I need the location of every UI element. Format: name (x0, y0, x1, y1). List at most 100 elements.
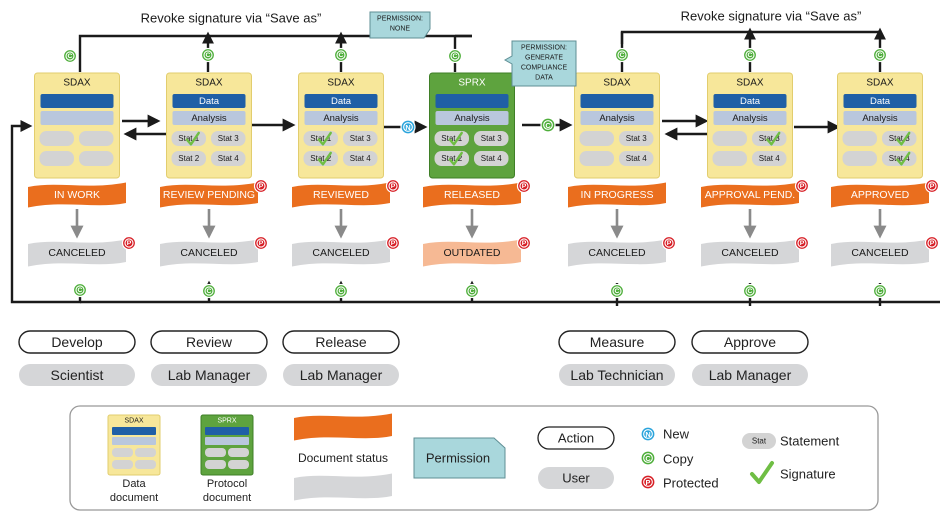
copy-marker-flow-bg (540, 117, 556, 133)
legend-new-label: New (663, 427, 690, 442)
legend-copy-label: Copy (663, 452, 694, 467)
copy-marker-bottom-3-ring (467, 286, 477, 296)
status-protected-marker-1-bg (253, 178, 269, 194)
copy-marker-top-4-bg (614, 47, 630, 63)
copy-marker-top-6-bg (872, 47, 888, 63)
stat-chip-0-1 (79, 131, 114, 146)
signature-check-3-2 (448, 151, 463, 166)
document-data-label-1: Data (199, 96, 220, 107)
copy-marker-top-1-ring (203, 50, 213, 60)
legend-new-marker-letter: N (645, 430, 650, 439)
document-title-2: SDAX (327, 78, 355, 89)
legend-user-pill (538, 467, 614, 489)
document-data-label-2: Data (331, 96, 352, 107)
stat-label-5-3: Stat 4 (759, 154, 780, 163)
stat-label-2-2: Stat 2 (310, 154, 331, 163)
legend-data-doc-label-1: document (110, 492, 158, 504)
document-title-3: SPRX (458, 78, 486, 89)
document-analysis-bar-1 (172, 111, 246, 125)
copy-marker-top-4-ring (617, 50, 627, 60)
status-protected-marker-6-ring (927, 181, 937, 191)
stat-chip-5-2 (712, 151, 747, 166)
copy-marker-bottom-5-ring (745, 286, 755, 296)
stat-label-1-2: Stat 2 (178, 154, 199, 163)
legend-data-doc-title: SDAX (124, 418, 143, 425)
copy-marker-bottom-4-letter: C (615, 288, 620, 295)
signature-check-6-1 (896, 131, 911, 146)
stat-label-3-2: Stat 2 (441, 154, 462, 163)
copy-marker-bottom-0-letter: C (78, 287, 83, 294)
legend-statement-label: Statement (780, 434, 840, 449)
legend-protocol-doc-chip-1 (228, 448, 249, 457)
copy-marker-bottom-0-bg (72, 282, 88, 298)
legend-protocol-doc-analysis (205, 437, 249, 445)
legend-stat-chip (742, 433, 776, 449)
action-pill-1 (150, 330, 268, 354)
copy-marker-top-3-bg (447, 48, 463, 64)
new-marker-flow-bg (400, 119, 416, 135)
copy-marker-top-6-ring (875, 50, 885, 60)
document-data-bar-6 (843, 94, 917, 108)
status-banner-2 (292, 182, 390, 208)
stat-label-3-0: Stat 1 (441, 134, 462, 143)
user-pill-4 (692, 364, 808, 386)
revoke-label-left: Revoke signature via “Save as” (141, 11, 322, 26)
end-protected-marker-2-letter: P (391, 240, 396, 247)
status-protected-marker-2-ring (388, 181, 398, 191)
end-protected-marker-6-ring (927, 238, 937, 248)
legend-protected-label: Protected (663, 476, 719, 491)
signature-check-3-0 (448, 131, 463, 146)
status-protected-marker-5-ring (797, 181, 807, 191)
stat-label-5-1: Stat 3 (759, 134, 780, 143)
copy-marker-top-4-letter: C (620, 52, 625, 59)
end-protected-marker-4-letter: P (667, 240, 672, 247)
stat-label-3-3: Stat 4 (481, 154, 502, 163)
end-protected-marker-3-letter: P (522, 240, 527, 247)
loop-left-top-line (78, 34, 208, 72)
document-analysis-label-4: Analysis (599, 113, 635, 124)
stat-chip-6-2 (842, 151, 877, 166)
document-title-1: SDAX (195, 78, 223, 89)
document-data-bar-4 (580, 94, 654, 108)
legend-protocol-doc-title: SPRX (217, 418, 236, 425)
copy-marker-bottom-1-ring (204, 286, 214, 296)
status-protected-marker-3-bg (516, 178, 532, 194)
stat-label-1-1: Stat 3 (218, 134, 239, 143)
end-protected-marker-0-letter: P (127, 240, 132, 247)
document-data-bar-2 (304, 94, 378, 108)
legend-data-doc-label-0: Data (122, 478, 146, 490)
end-protected-marker-3-bg (516, 235, 532, 251)
copy-marker-bottom-5-letter: C (748, 288, 753, 295)
end-protected-marker-6-letter: P (930, 240, 935, 247)
stat-label-6-1: Stat 3 (889, 134, 910, 143)
copy-marker-bottom-2-bg (333, 283, 349, 299)
document-data-bar-0 (40, 94, 114, 108)
stat-chip-0-3 (79, 151, 114, 166)
stat-label-3-1: Stat 3 (481, 134, 502, 143)
end-status-label-5: CANCELED (721, 247, 779, 259)
end-status-banner-1 (160, 239, 258, 267)
copy-marker-top-0-ring (65, 51, 75, 61)
copy-marker-bottom-6-ring (875, 286, 885, 296)
legend-protocol-doc-label-0: Protocol (207, 478, 247, 490)
copy-marker-top-2-ring (336, 50, 346, 60)
action-label-3: Measure (590, 334, 645, 350)
document-title-5: SDAX (736, 78, 764, 89)
stat-chip-4-3 (619, 151, 654, 166)
user-label-2: Lab Manager (300, 367, 383, 383)
stat-label-1-3: Stat 4 (218, 154, 239, 163)
signature-check-6-3 (896, 151, 911, 166)
legend-protocol-doc-chip-3 (228, 460, 249, 469)
document-analysis-label-6: Analysis (862, 113, 898, 124)
end-protected-marker-5-bg (794, 235, 810, 251)
document-analysis-bar-0 (40, 111, 114, 125)
legend-data-doc-analysis (112, 437, 156, 445)
document-analysis-bar-6 (843, 111, 917, 125)
legend-new-marker-ring (643, 429, 653, 439)
stat-label-6-3: Stat 4 (889, 154, 910, 163)
stat-label-1-0: Stat 1 (178, 134, 199, 143)
end-protected-marker-6-bg (924, 235, 940, 251)
legend-data-doc-chip-0 (112, 448, 133, 457)
permission-none-line-1: NONE (390, 26, 411, 33)
end-protected-marker-1-ring (256, 238, 266, 248)
